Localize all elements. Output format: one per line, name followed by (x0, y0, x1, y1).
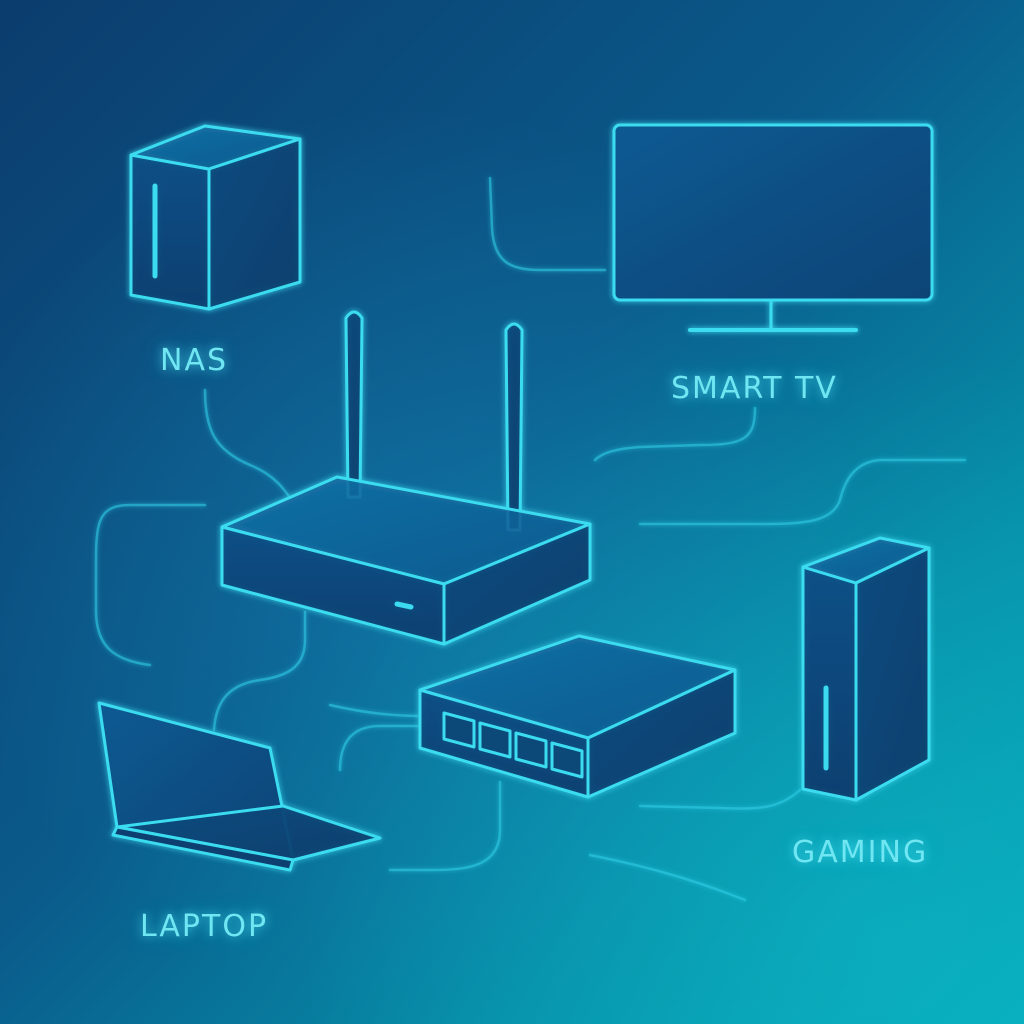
link-gaming-switch (638, 788, 802, 810)
switch-icon (418, 634, 737, 799)
link-nas-router (203, 388, 297, 507)
smart-tv-label: SMART TV (671, 371, 838, 406)
nas-icon (129, 124, 302, 311)
nas-label: NAS (160, 343, 229, 378)
gaming-console-icon (801, 536, 931, 802)
laptop-icon (97, 701, 382, 872)
link-tv-router (593, 406, 757, 462)
link-laptop-switch (328, 703, 422, 718)
link-left-loop (94, 503, 207, 667)
link-bottom-gaming (588, 853, 747, 902)
gaming-label: GAMING (792, 835, 929, 870)
link-switch-bottom (388, 780, 502, 872)
tv-icon (612, 123, 934, 332)
router-icon (220, 310, 592, 646)
laptop-label: LAPTOP (140, 909, 269, 944)
link-switch-left (338, 724, 422, 772)
link-gaming-right (638, 458, 967, 526)
connection-lines (94, 176, 967, 902)
link-router-laptop (212, 610, 307, 732)
link-tv-top (488, 176, 607, 272)
